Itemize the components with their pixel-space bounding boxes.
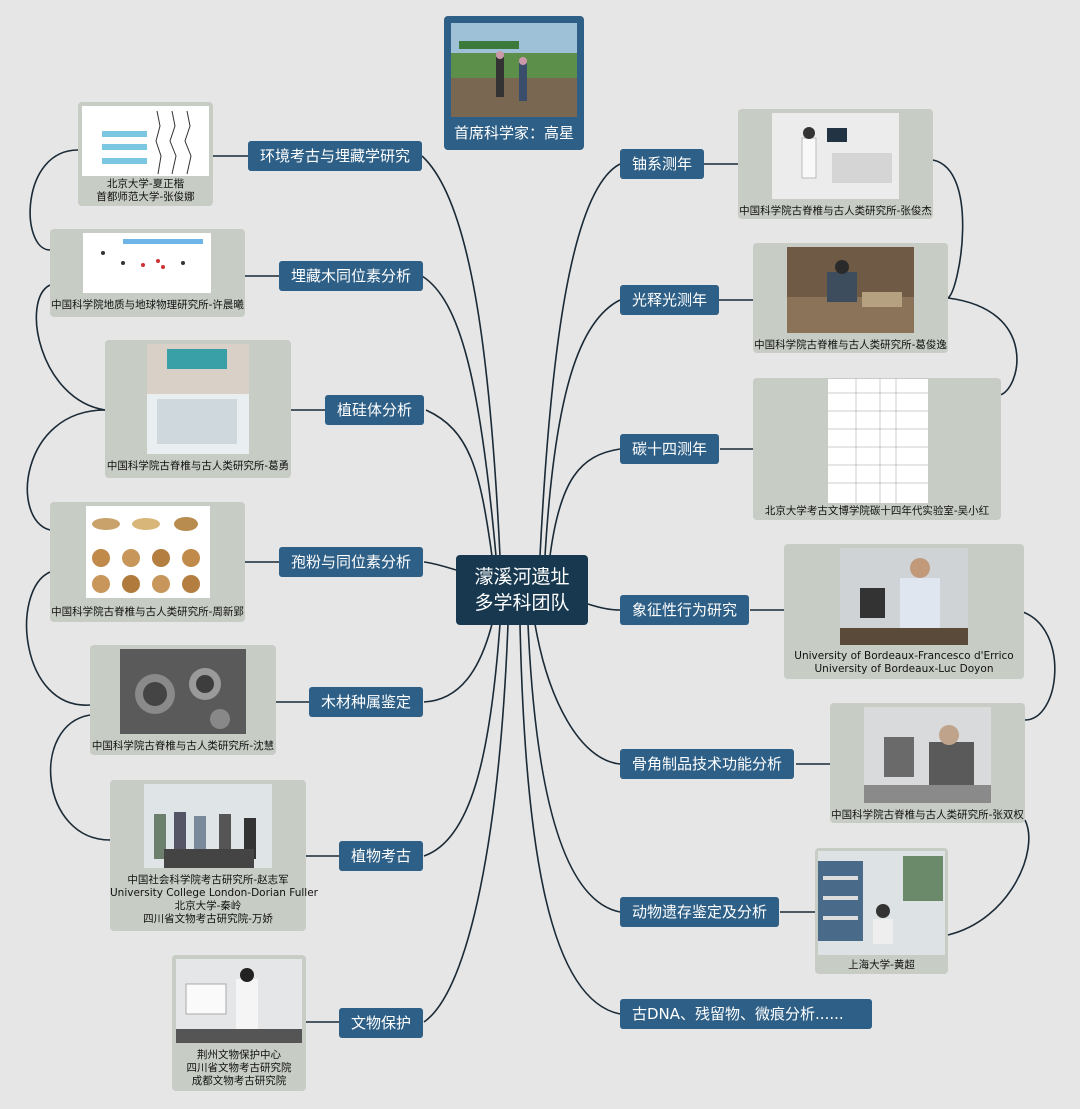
link-center-dna xyxy=(519,623,621,1015)
wood-microscopy-image xyxy=(120,649,246,734)
researcher-name: 上海大学-黄超 xyxy=(848,959,915,971)
link-center-pollen xyxy=(423,561,457,571)
researcher-name: 荆州文物保护中心 xyxy=(197,1049,281,1061)
field-sampling-photo xyxy=(787,247,914,333)
topic-bone-tool-analysis[interactable]: 骨角制品技术功能分析 xyxy=(620,749,795,779)
researcher-name: 中国科学院古脊椎与古人类研究所-周新郢 xyxy=(51,606,244,618)
topic-buried-wood-isotope[interactable]: 埋藏木同位素分析 xyxy=(279,261,424,291)
card-osl-dating[interactable]: 中国科学院古脊椎与古人类研究所-葛俊逸 xyxy=(753,243,948,353)
topic-archaeobotany[interactable]: 植物考古 xyxy=(339,841,424,871)
topic-c14-dating[interactable]: 碳十四测年 xyxy=(620,434,720,464)
researcher-name: 四川省文物考古研究院 xyxy=(186,1062,292,1074)
scatter-figure-image xyxy=(83,233,211,293)
card-bone-tool-analysis[interactable]: 中国科学院古脊椎与古人类研究所-张双权 xyxy=(830,703,1025,823)
researcher-name: 北京大学-秦岭 xyxy=(174,900,242,912)
link-center-osl xyxy=(544,299,621,557)
researcher-name: University of Bordeaux-Francesco d'Erric… xyxy=(794,650,1014,662)
link-center-bone xyxy=(534,623,621,765)
researcher-name: 中国科学院古脊椎与古人类研究所-沈慧 xyxy=(91,740,275,752)
link-center-env xyxy=(421,155,501,557)
topic-phytolith[interactable]: 植硅体分析 xyxy=(325,395,425,425)
link-center-c14 xyxy=(549,448,621,557)
center-title-line2: 多学科团队 xyxy=(474,592,570,614)
lab-sample-photo xyxy=(147,344,249,454)
conservation-lab-photo xyxy=(176,959,302,1043)
link-center-wood-isotope xyxy=(421,275,497,557)
researcher-name: University of Bordeaux-Luc Doyon xyxy=(814,663,994,675)
chart-figure-image xyxy=(82,106,209,176)
link-center-wood-id xyxy=(423,623,493,703)
card-buried-wood-isotope[interactable]: 中国科学院地质与地球物理研究所-许晨曦 xyxy=(50,229,245,317)
researcher-name: 成都文物考古研究院 xyxy=(191,1075,287,1087)
card-symbolic-behavior[interactable]: University of Bordeaux-Francesco d'Erric… xyxy=(784,544,1024,679)
researcher-name: 首都师范大学-张俊娜 xyxy=(96,191,195,203)
topic-conservation[interactable]: 文物保护 xyxy=(339,1008,424,1038)
link-center-phytolith xyxy=(425,409,493,557)
link-center-conservation xyxy=(423,623,509,1023)
link-center-useries xyxy=(539,163,621,557)
team-lab-photo xyxy=(144,784,272,868)
chief-label: 首席科学家：高星 xyxy=(453,124,574,142)
topic-pollen-isotope[interactable]: 孢粉与同位素分析 xyxy=(279,547,424,577)
topic-u-series-dating[interactable]: 铀系测年 xyxy=(620,149,705,179)
card-conservation[interactable]: 荆州文物保护中心 四川省文物考古研究院 成都文物考古研究院 xyxy=(172,955,306,1091)
researcher-name: 中国科学院古脊椎与古人类研究所-葛俊逸 xyxy=(754,339,947,351)
researcher-name: 北京大学-夏正楷 xyxy=(106,178,185,190)
card-c14-dating[interactable]: 北京大学考古文博学院碳十四年代实验室-吴小红 xyxy=(753,378,1001,520)
chief-photo xyxy=(451,23,577,117)
researcher-name: 中国科学院地质与地球物理研究所-许晨曦 xyxy=(51,299,244,311)
link-center-symbolic xyxy=(587,603,621,611)
dating-table-image xyxy=(828,379,928,503)
card-phytolith[interactable]: 中国科学院古脊椎与古人类研究所-葛勇 xyxy=(105,340,291,478)
researcher-name: 中国社会科学院考古研究所-赵志军 xyxy=(127,874,289,886)
card-wood-identification[interactable]: 中国科学院古脊椎与古人类研究所-沈慧 xyxy=(90,645,276,755)
card-u-series-dating[interactable]: 中国科学院古脊椎与古人类研究所-张俊杰 xyxy=(738,109,933,219)
pollen-grains-image xyxy=(86,506,210,598)
chief-scientist-card[interactable]: 首席科学家：高星 xyxy=(444,16,584,150)
lab-photo xyxy=(772,113,899,199)
researcher-name: 四川省文物考古研究院-万娇 xyxy=(143,913,273,925)
topic-symbolic-behavior[interactable]: 象征性行为研究 xyxy=(620,595,750,625)
microscope-photo xyxy=(840,548,968,645)
card-faunal-analysis[interactable]: 上海大学-黄超 xyxy=(815,848,948,974)
researcher-name: University College London-Dorian Fuller xyxy=(110,887,318,899)
faunal-lab-photo xyxy=(818,851,945,955)
link-center-fauna xyxy=(527,623,621,913)
researcher-name: 中国科学院古脊椎与古人类研究所-张双权 xyxy=(831,809,1024,821)
card-archaeobotany[interactable]: 中国社会科学院考古研究所-赵志军 University College Lond… xyxy=(110,780,318,931)
card-pollen-isotope[interactable]: 中国科学院古脊椎与古人类研究所-周新郢 xyxy=(50,502,245,622)
center-title-line1: 濛溪河遗址 xyxy=(474,566,570,588)
researcher-name: 北京大学考古文博学院碳十四年代实验室-吴小红 xyxy=(764,505,990,517)
topic-wood-identification[interactable]: 木材种属鉴定 xyxy=(309,687,424,717)
researcher-name: 中国科学院古脊椎与古人类研究所-葛勇 xyxy=(106,460,290,472)
link-center-plant xyxy=(423,623,501,857)
card-environmental-archaeology[interactable]: 北京大学-夏正楷 首都师范大学-张俊娜 xyxy=(78,102,213,206)
researcher-name: 中国科学院古脊椎与古人类研究所-张俊杰 xyxy=(739,205,932,217)
topic-faunal-analysis[interactable]: 动物遗存鉴定及分析 xyxy=(620,897,780,927)
topic-dna-residue-usewear[interactable]: 古DNA、残留物、微痕分析...... xyxy=(620,999,872,1029)
center-node[interactable]: 濛溪河遗址 多学科团队 xyxy=(456,555,588,625)
topic-environmental-archaeology[interactable]: 环境考古与埋藏学研究 xyxy=(248,141,423,171)
topic-osl-dating[interactable]: 光释光测年 xyxy=(620,285,720,315)
bone-examination-photo xyxy=(864,707,991,803)
